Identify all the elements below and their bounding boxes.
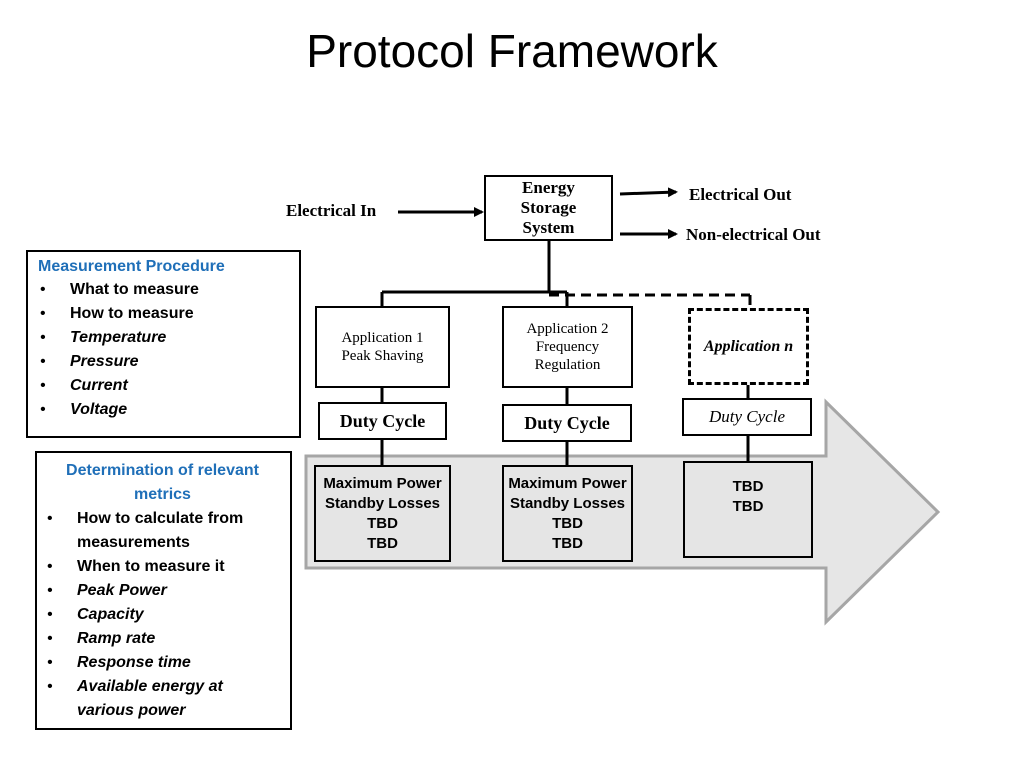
list-item: What to measure	[38, 278, 289, 302]
electrical-in-label: Electrical In	[286, 201, 377, 220]
list-item: Temperature	[38, 326, 289, 350]
duty-cycle-1: Duty Cycle	[318, 402, 447, 440]
metrics-box-2: Maximum Power Standby Losses TBD TBD	[502, 465, 633, 562]
list-item: Ramp rate	[45, 627, 280, 651]
non-electrical-out-label: Non-electrical Out	[686, 225, 821, 244]
measurement-procedure-panel: Measurement Procedure What to measureHow…	[26, 250, 301, 438]
page-title: Protocol Framework	[306, 25, 718, 77]
determination-heading: Determination of relevant metrics	[66, 462, 259, 503]
measurement-procedure-heading: Measurement Procedure	[38, 258, 225, 275]
metrics-box-1: Maximum Power Standby Losses TBD TBD	[314, 465, 451, 562]
list-item: How to calculate from measurements	[45, 507, 280, 555]
application-n-box: Application n	[688, 308, 809, 385]
list-item: Pressure	[38, 350, 289, 374]
list-item: Voltage	[38, 398, 289, 422]
duty-cycle-n: Duty Cycle	[682, 398, 812, 436]
list-item: Available energy at various power	[45, 675, 280, 723]
electrical-out-arrow	[619, 187, 678, 198]
list-item: Capacity	[45, 603, 280, 627]
metrics-box-n: TBD TBD	[683, 461, 813, 558]
list-item: When to measure it	[45, 555, 280, 579]
application-1-box: Application 1 Peak Shaving	[315, 306, 450, 388]
list-item: How to measure	[38, 302, 289, 326]
list-item: Response time	[45, 651, 280, 675]
measurement-list: What to measureHow to measureTemperature…	[38, 278, 289, 422]
list-item: Current	[38, 374, 289, 398]
list-item: Peak Power	[45, 579, 280, 603]
determination-list: How to calculate from measurementsWhen t…	[45, 507, 280, 723]
energy-storage-system-box: Energy Storage System	[484, 175, 613, 241]
application-2-box: Application 2 Frequency Regulation	[502, 306, 633, 388]
electrical-out-label: Electrical Out	[689, 185, 792, 204]
duty-cycle-2: Duty Cycle	[502, 404, 632, 442]
determination-metrics-panel: Determination of relevant metrics How to…	[35, 451, 292, 730]
